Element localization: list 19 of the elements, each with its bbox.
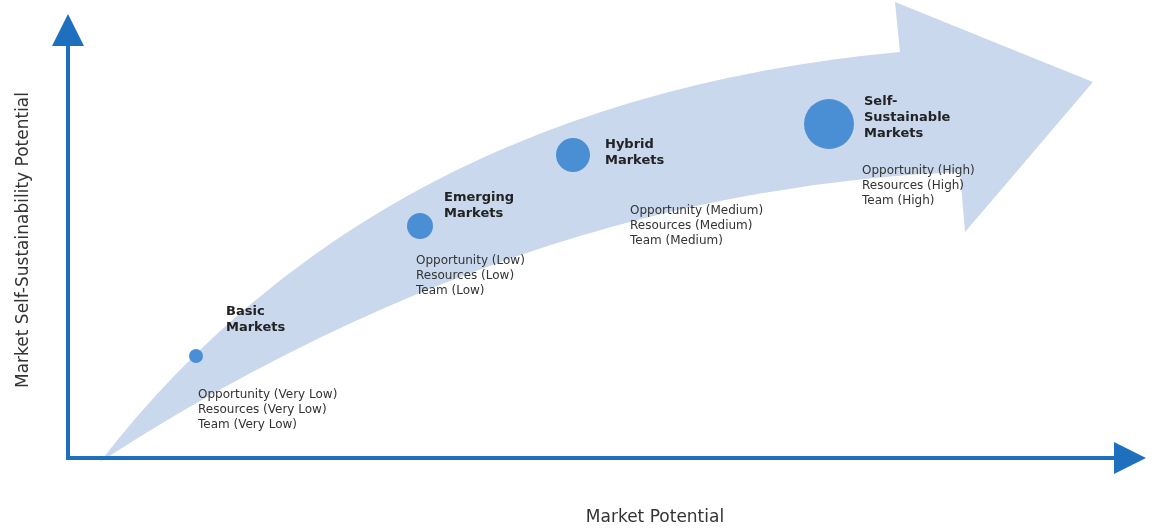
attribute-text: Opportunity (Medium) [630,203,764,218]
market-title: Self-Sustainable Markets [864,93,952,141]
attribute-text: Team (Very Low) [198,417,298,432]
x-axis-label: Market Potential [585,506,725,526]
attribute-text: Opportunity (Low) [416,253,525,268]
attribute-text: Opportunity (Very Low) [198,387,338,402]
market-title: Hybrid Markets [605,136,666,168]
attribute-text: Team (Medium) [630,233,723,248]
attribute-text: Team (High) [862,193,935,208]
y-axis-label: Market Self-Sustainability Potential [12,92,32,388]
attribute-text: Opportunity (High) [862,163,975,178]
attribute-text: Resources (Low) [416,268,515,283]
market-title: Emerging Markets [444,189,515,221]
attribute-text: Resources (High) [862,178,965,193]
circle-marker [189,349,203,363]
attribute-text: Resources (Very Low) [198,402,327,417]
market-title: Basic Markets [226,303,287,335]
attribute-text: Team (Low) [416,283,485,298]
attribute-text: Resources (Medium) [630,218,753,233]
